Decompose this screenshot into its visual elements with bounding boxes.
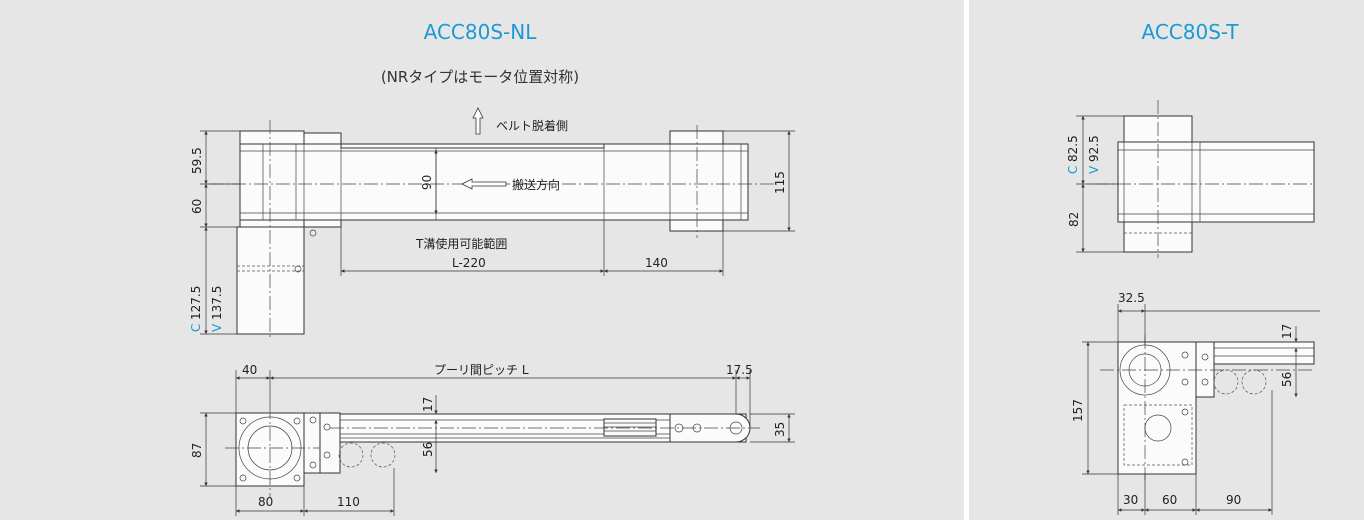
- dim-60: 60: [190, 199, 204, 214]
- dim-140: 140: [645, 256, 668, 270]
- dim-56: 56: [421, 442, 435, 457]
- dim-110: 110: [337, 495, 360, 509]
- t-side-view-conveyor: [1100, 335, 1315, 480]
- dim-40: 40: [242, 363, 257, 377]
- conveying-direction-arrow: [461, 178, 507, 190]
- dim-90: 90: [420, 175, 434, 190]
- label-pulley-pitch: プーリ間ピッチ L: [434, 363, 529, 377]
- t-dim-60: 60: [1162, 493, 1177, 507]
- left-panel-title: ACC80S-NL: [423, 20, 537, 44]
- t-dim-157: 157: [1071, 399, 1085, 422]
- panel-divider: [964, 0, 969, 520]
- label-belt-side: ベルト脱着側: [496, 118, 568, 133]
- left-panel-subtitle: (NRタイプはモータ位置対称): [380, 68, 580, 86]
- t-dim-32-5: 32.5: [1118, 291, 1145, 305]
- dim-87: 87: [190, 443, 204, 458]
- t-dim-c-prefix: C: [1066, 166, 1080, 174]
- dim-59-5: 59.5: [190, 147, 204, 174]
- t-dim-17: 17: [1280, 324, 1294, 339]
- dim-35: 35: [773, 422, 787, 437]
- belt-side-arrow: [472, 107, 484, 135]
- right-panel-title: ACC80S-T: [1141, 20, 1239, 44]
- dim-v-137-5: 137.5: [210, 286, 224, 320]
- t-dim-30: 30: [1123, 493, 1138, 507]
- dim-17-5: 17.5: [726, 363, 753, 377]
- label-l-minus-220: L-220: [452, 256, 486, 270]
- dim-80: 80: [258, 495, 273, 509]
- dim-c-prefix: C: [189, 324, 203, 332]
- t-dim-82: 82: [1067, 212, 1081, 227]
- dim-v-prefix: V: [210, 323, 224, 332]
- t-dim-v-prefix: V: [1087, 165, 1101, 174]
- dim-115: 115: [773, 171, 787, 194]
- t-dim-90: 90: [1226, 493, 1241, 507]
- side-view-conveyor: [225, 405, 760, 498]
- dim-17: 17: [421, 397, 435, 412]
- t-top-view-conveyor: [1095, 100, 1315, 258]
- top-view-conveyor: [210, 120, 775, 340]
- dim-c-127-5: 127.5: [189, 286, 203, 320]
- t-dim-56: 56: [1280, 372, 1294, 387]
- t-dim-c-82-5: 82.5: [1066, 135, 1080, 162]
- label-t-slot-range: T溝使用可能範囲: [415, 236, 507, 251]
- label-conveying-direction: 搬送方向: [512, 177, 560, 192]
- t-dim-v-92-5: 92.5: [1087, 135, 1101, 162]
